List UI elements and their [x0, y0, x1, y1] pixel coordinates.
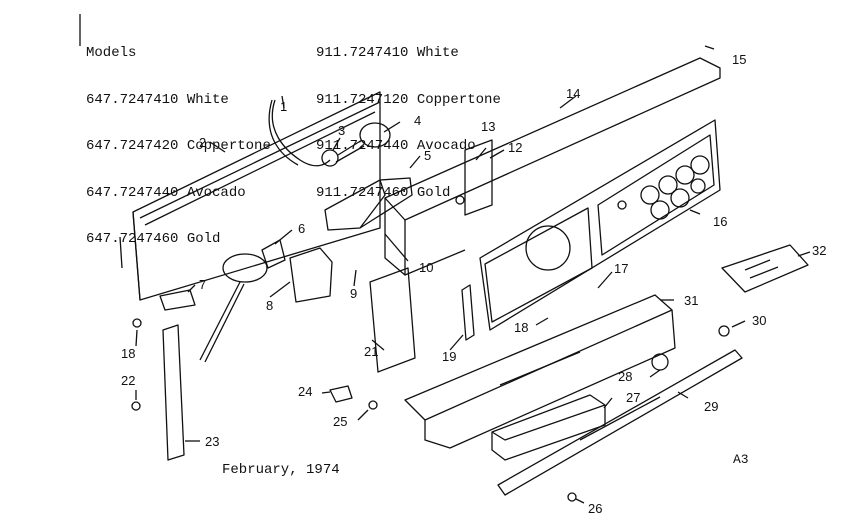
callout-12: 12: [508, 140, 522, 155]
callout-7: 7: [199, 277, 206, 292]
callout-27: 27: [626, 390, 640, 405]
callout-13: 13: [481, 119, 495, 134]
models-heading: Models: [86, 45, 137, 61]
callout-30: 30: [752, 313, 766, 328]
part-rail: [404, 294, 676, 449]
callout-9: 9: [350, 286, 357, 301]
part-front-strip: [497, 349, 743, 496]
footer-code: A3: [733, 452, 749, 467]
models-list-right: 911.7247410 White 911.7247120 Coppertone…: [316, 15, 501, 232]
model-entry: 647.7247460 Gold: [86, 231, 221, 247]
callout-14: 14: [566, 86, 580, 101]
callout-10: 10: [419, 260, 433, 275]
callout-2: 2: [199, 135, 206, 150]
callout-18-left: 18: [121, 346, 135, 361]
callout-6: 6: [298, 221, 305, 236]
callout-8: 8: [266, 298, 273, 313]
part-thermostat: [199, 239, 333, 363]
callout-21: 21: [364, 344, 378, 359]
model-entry: 911.7247460 Gold: [316, 184, 451, 201]
callout-26: 26: [588, 501, 602, 516]
callout-29: 29: [704, 399, 718, 414]
footer-date: February, 1974: [222, 462, 340, 478]
callout-32: 32: [812, 243, 826, 258]
part-vertical-strip: [162, 324, 185, 461]
callout-16: 16: [713, 214, 727, 229]
callout-17: 17: [614, 261, 628, 276]
callout-31: 31: [684, 293, 698, 308]
callout-28: 28: [618, 369, 632, 384]
part-bracket: [324, 177, 413, 231]
part-lamp-wire: [268, 99, 391, 167]
model-entry: 647.7247420 Coppertone: [86, 138, 271, 154]
callout-18-center: 18: [514, 320, 528, 335]
part-control-panel: [479, 119, 721, 331]
model-entry: 647.7247410 White: [86, 91, 229, 108]
callout-3: 3: [338, 123, 345, 138]
part-back-panel: [132, 91, 381, 301]
callout-25: 25: [333, 414, 347, 429]
model-entry: 911.7247120 Coppertone: [316, 91, 501, 108]
part-backguard: [384, 57, 721, 276]
callout-15: 15: [732, 52, 746, 67]
callout-23: 23: [205, 434, 219, 449]
callout-24: 24: [298, 384, 312, 399]
part-box: [491, 394, 606, 461]
callout-5: 5: [424, 148, 431, 163]
model-entry: 911.7247410 White: [316, 45, 459, 61]
models-list-left: Models 647.7247410 White 647.7247420 Cop…: [86, 15, 271, 279]
part-card: [721, 244, 809, 293]
model-entry: 911.7247440 Avocado: [316, 138, 476, 154]
callout-22: 22: [121, 373, 135, 388]
callout-19: 19: [442, 349, 456, 364]
callout-4: 4: [414, 113, 421, 128]
model-entry: 647.7247440 Avocado: [86, 184, 246, 201]
callout-1: 1: [280, 99, 287, 114]
